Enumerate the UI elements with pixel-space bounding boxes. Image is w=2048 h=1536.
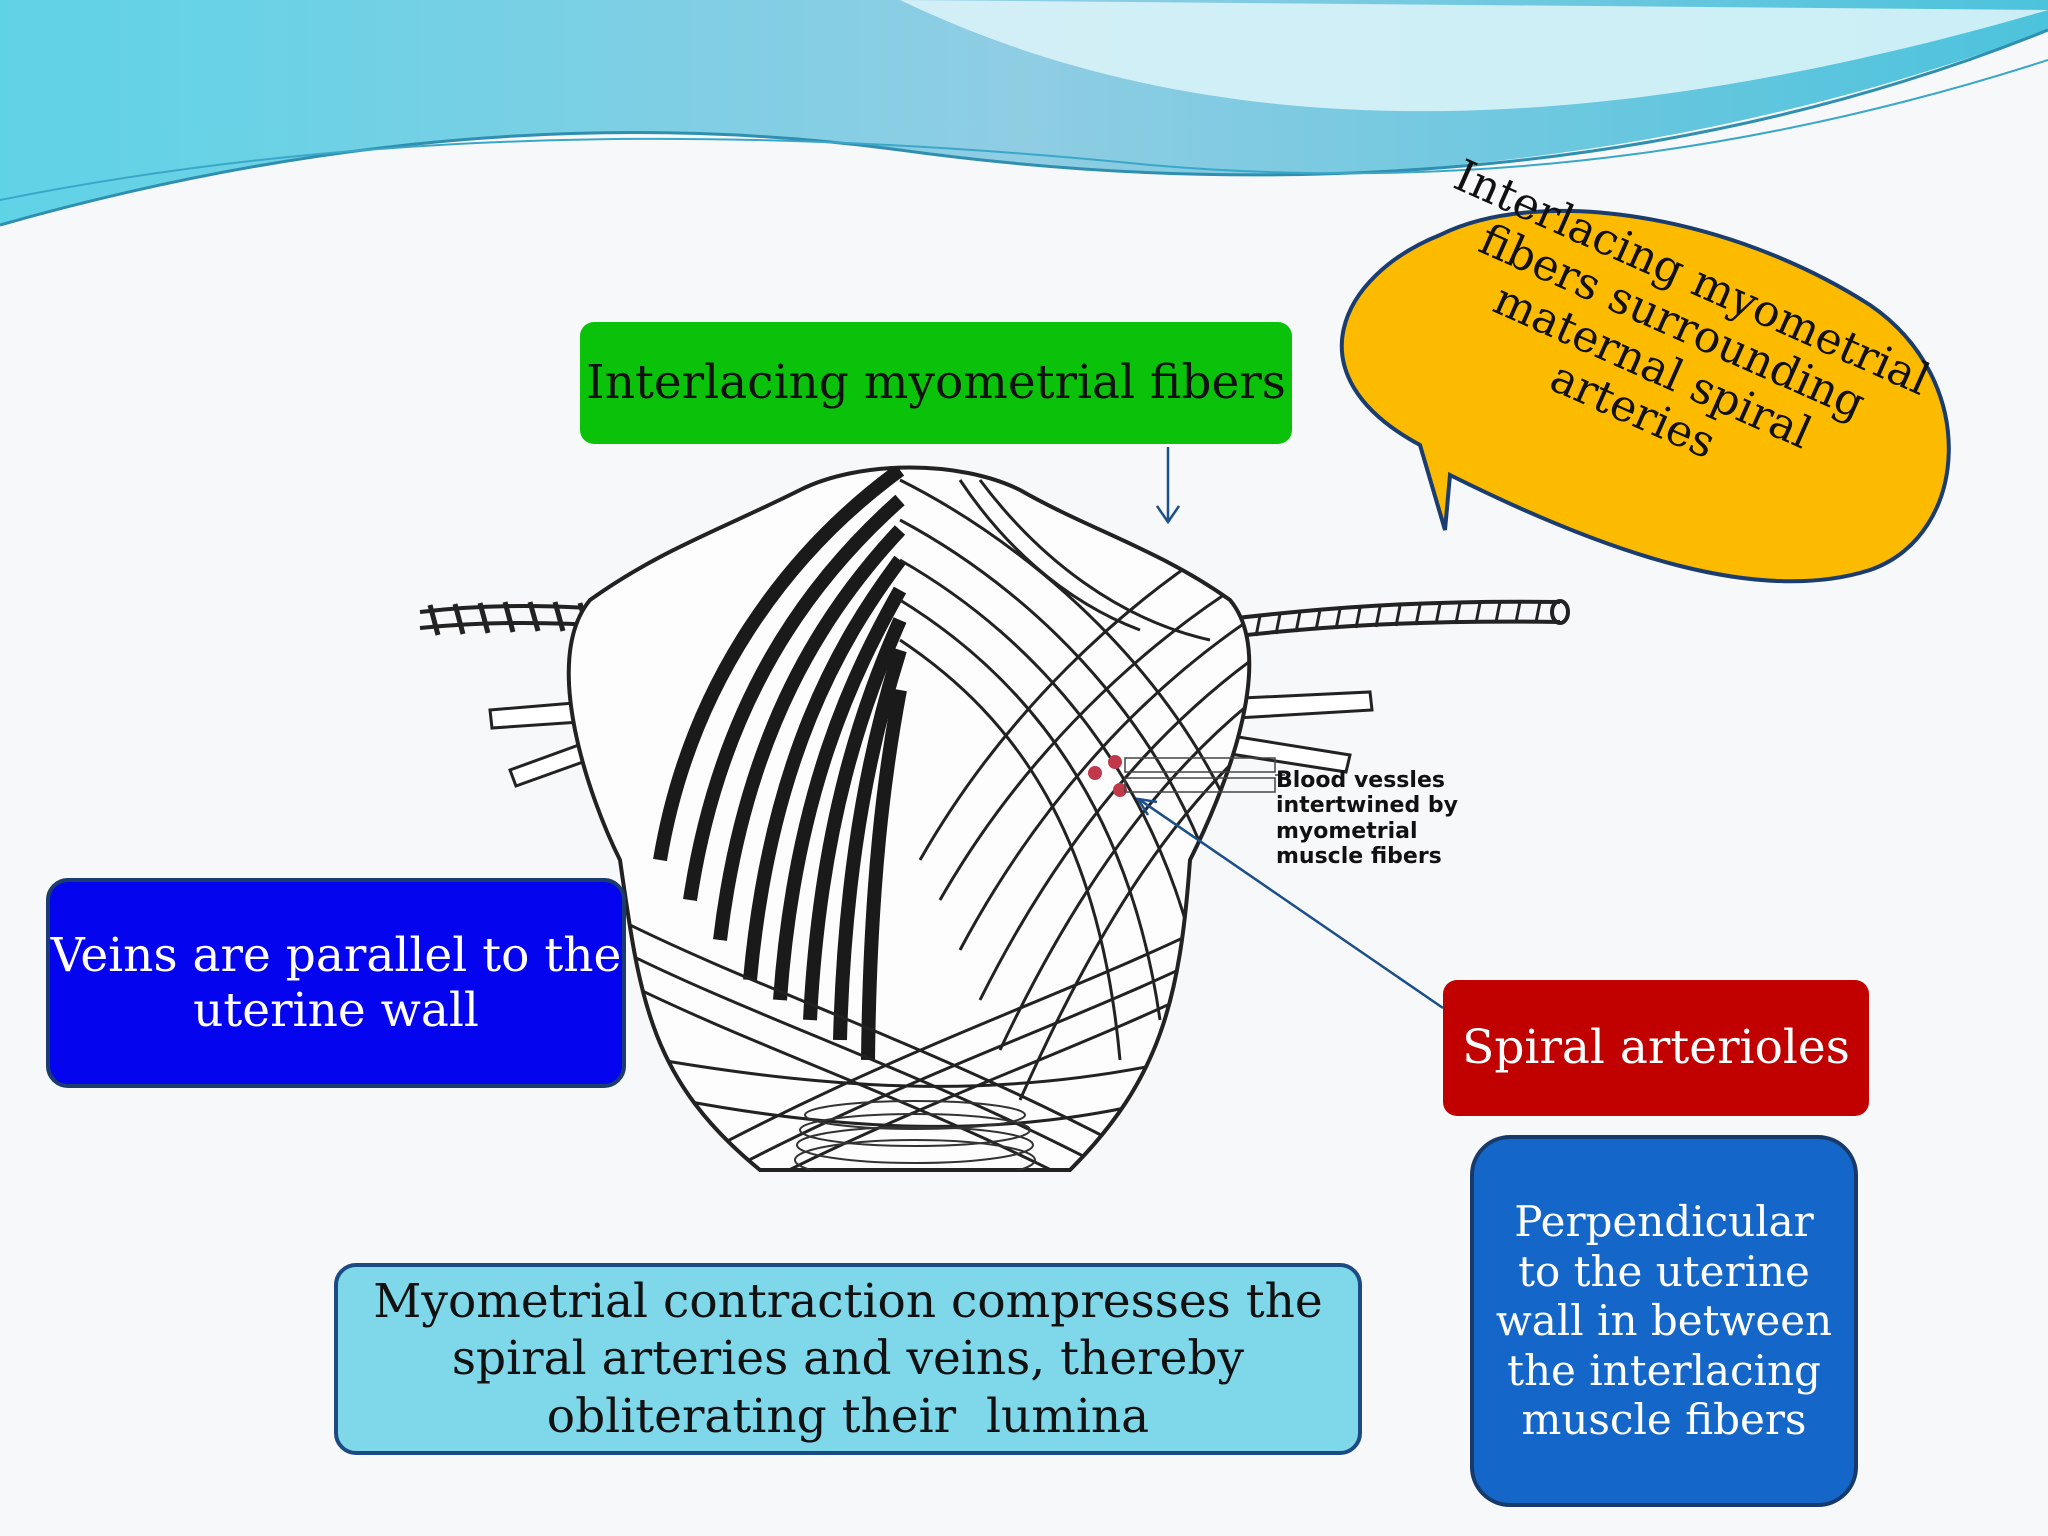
perpendicular-label: Perpendicular to the uterine wall in bet… bbox=[1495, 1197, 1833, 1445]
blood-vessel-markers bbox=[1088, 755, 1285, 797]
perpendicular-box: Perpendicular to the uterine wall in bet… bbox=[1470, 1135, 1858, 1507]
interlacing-fibers-label: Interlacing myometrial fibers bbox=[586, 355, 1286, 411]
spiral-arterioles-label: Spiral arterioles bbox=[1462, 1020, 1850, 1076]
veins-parallel-box: Veins are parallel to the uterine wall bbox=[46, 878, 626, 1088]
veins-parallel-label: Veins are parallel to the uterine wall bbox=[50, 927, 622, 1038]
contraction-label: Myometrial contraction compresses the sp… bbox=[373, 1274, 1338, 1444]
callout-bubble bbox=[1340, 208, 1951, 584]
contraction-box: Myometrial contraction compresses the sp… bbox=[334, 1263, 1362, 1455]
uterus-fiber-illustration bbox=[419, 465, 1570, 1172]
header-wave-banner bbox=[0, 0, 2048, 227]
blood-vessels-label: Blood vessles intertwined by myometrial … bbox=[1276, 768, 1458, 869]
spiral-arterioles-box: Spiral arterioles bbox=[1443, 980, 1869, 1116]
interlacing-fibers-box: Interlacing myometrial fibers bbox=[580, 322, 1292, 444]
